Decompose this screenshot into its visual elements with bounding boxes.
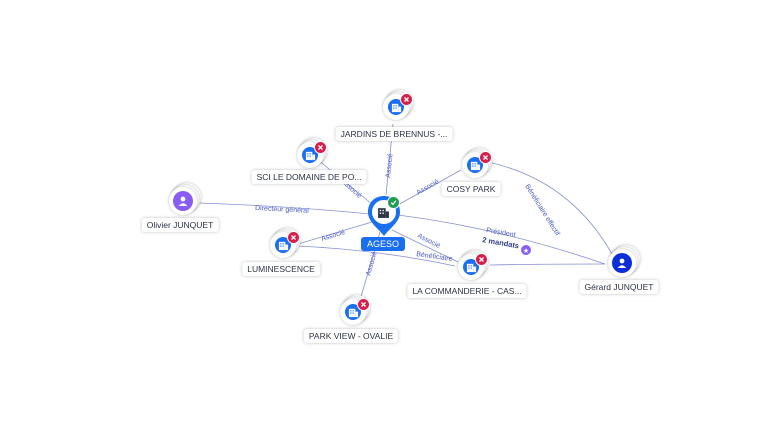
building-icon <box>377 206 390 224</box>
company-label-lumi[interactable]: LUMINESCENCE <box>242 262 320 276</box>
closed-status-icon <box>479 151 492 164</box>
building-icon <box>275 237 291 253</box>
edge-ageso-lumi <box>297 221 373 245</box>
central-label-ageso[interactable]: AGESO <box>360 237 406 251</box>
active-status-icon <box>387 196 400 209</box>
company-label-cosy[interactable]: COSY PARK <box>441 182 501 196</box>
building-icon <box>388 99 404 115</box>
company-label-park[interactable]: PARK VIEW - OVALIE <box>303 329 399 343</box>
closed-status-icon <box>475 253 488 266</box>
person-icon <box>173 191 193 211</box>
svg-text:★: ★ <box>523 247 529 255</box>
mandats-star-icon[interactable]: ★ <box>521 245 531 255</box>
edge-cosy-ageso <box>395 169 462 207</box>
person-icon <box>612 253 632 273</box>
company-label-sci[interactable]: SCI LE DOMAINE DE PO... <box>251 170 367 184</box>
edge-label-lumi: Associé <box>321 229 347 243</box>
closed-status-icon <box>314 141 327 154</box>
building-icon <box>463 259 479 275</box>
edge-label-cosy: Associé <box>416 178 441 196</box>
edge-label-olivier: Directeur général <box>255 205 309 215</box>
edge-gerard-cosy <box>487 161 613 255</box>
company-label-comm[interactable]: LA COMMANDERIE - CAS... <box>407 284 527 298</box>
closed-status-icon <box>287 231 300 244</box>
edge-lumi-commanderie <box>297 245 456 267</box>
building-icon <box>467 157 483 173</box>
closed-status-icon <box>357 298 370 311</box>
company-label-jardins[interactable]: JARDINS DE BRENNUS -... <box>335 127 453 141</box>
edge-label-commanderie-benef: Bénéficiaire <box>416 251 453 263</box>
closed-status-icon <box>400 93 413 106</box>
building-icon <box>345 304 361 320</box>
edge-label-park: Associé <box>365 251 379 277</box>
edge-ageso-commanderie <box>391 229 459 263</box>
edge-gerard-commanderie <box>489 263 606 266</box>
person-label-gerard[interactable]: Gérard JUNQUET <box>579 280 659 294</box>
edge-olivier-ageso <box>197 202 371 215</box>
person-label-olivier[interactable]: Olivier JUNQUET <box>141 218 219 232</box>
edge-label-gerard-cosy: Bénéficiaire effectif <box>523 183 560 237</box>
edge-gerard-ageso <box>397 214 606 265</box>
building-icon <box>302 147 318 163</box>
edge-label-jardins: Associé <box>385 153 395 178</box>
